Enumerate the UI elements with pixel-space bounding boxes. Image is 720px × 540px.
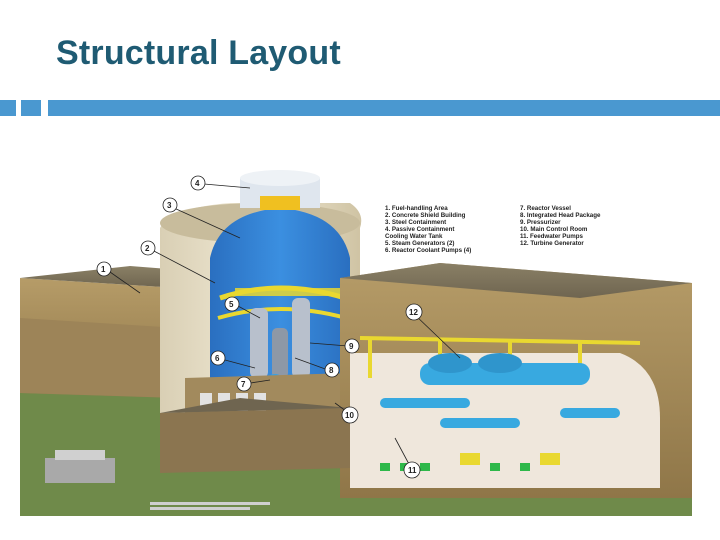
legend-item-7: 7. Reactor Vessel (520, 205, 571, 212)
accent-bar (48, 100, 720, 116)
legend-item-9: 9. Pressurizer (520, 219, 561, 226)
callout-6: 6 (215, 354, 220, 363)
legend-item-2: 2. Concrete Shield Building (385, 212, 466, 219)
callout-1: 1 (101, 265, 106, 274)
image-credit-line-1 (150, 502, 270, 505)
turbine-casing-2 (478, 353, 522, 373)
accent-block-medium (21, 100, 41, 116)
cooling-water-tank-top (240, 170, 320, 186)
feedwater-heater-1 (380, 398, 470, 408)
feedwater-heater-2 (440, 418, 520, 428)
plant-cutaway-diagram: 1. Fuel-handling Area 2. Concrete Shield… (20, 168, 692, 516)
legend-item-4b: Cooling Water Tank (385, 233, 443, 240)
callout-2: 2 (145, 244, 150, 253)
tank-base-grating (260, 196, 300, 210)
slide-title: Structural Layout (56, 34, 341, 72)
legend-item-4: 4. Passive Containment (385, 226, 454, 233)
image-credit-line-2 (150, 507, 250, 510)
reactor-vessel (272, 328, 288, 378)
legend-item-12: 12. Turbine Generator (520, 240, 584, 247)
legend-item-11: 11. Feedwater Pumps (520, 233, 583, 240)
legend-item-5: 5. Steam Generators (2) (385, 240, 454, 247)
callout-10: 10 (345, 411, 354, 420)
switchyard-roof (55, 450, 105, 460)
callout-3: 3 (167, 201, 172, 210)
legend-right-column: 7. Reactor Vessel 8. Integrated Head Pac… (520, 205, 601, 247)
front-annex-building (160, 408, 350, 473)
fuel-handling-front (20, 318, 180, 398)
legend-panel (380, 198, 640, 253)
steam-generator-right (292, 298, 310, 378)
callout-markers: 1 2 3 4 5 6 7 8 9 10 11 12 (96, 175, 423, 479)
callout-12: 12 (409, 308, 418, 317)
callout-leaders (109, 183, 461, 467)
legend-item-3: 3. Steel Containment (385, 219, 446, 226)
callout-9: 9 (349, 342, 354, 351)
legend-item-8: 8. Integrated Head Package (520, 212, 601, 219)
front-annex-roof (160, 398, 350, 413)
accent-block-small (0, 100, 16, 116)
turbine-casing-1 (428, 353, 472, 373)
callout-8: 8 (329, 366, 334, 375)
callout-4: 4 (195, 179, 200, 188)
legend-item-1: 1. Fuel-handling Area (385, 205, 448, 212)
callout-5: 5 (229, 300, 234, 309)
callout-11: 11 (408, 466, 417, 475)
legend-item-10: 10. Main Control Room (520, 226, 588, 233)
legend-item-6: 6. Reactor Coolant Pumps (4) (385, 247, 471, 254)
legend-left-column: 1. Fuel-handling Area 2. Concrete Shield… (385, 205, 471, 254)
condensate-tanks (460, 453, 560, 465)
containment-ring-lower (217, 307, 347, 320)
callout-7: 7 (241, 380, 246, 389)
internal-deck-yellow (235, 288, 345, 296)
turbine-building-roof (340, 263, 692, 298)
condenser-pipe (560, 408, 620, 418)
switchyard-equipment (45, 458, 115, 483)
steam-generator-left (250, 308, 268, 378)
